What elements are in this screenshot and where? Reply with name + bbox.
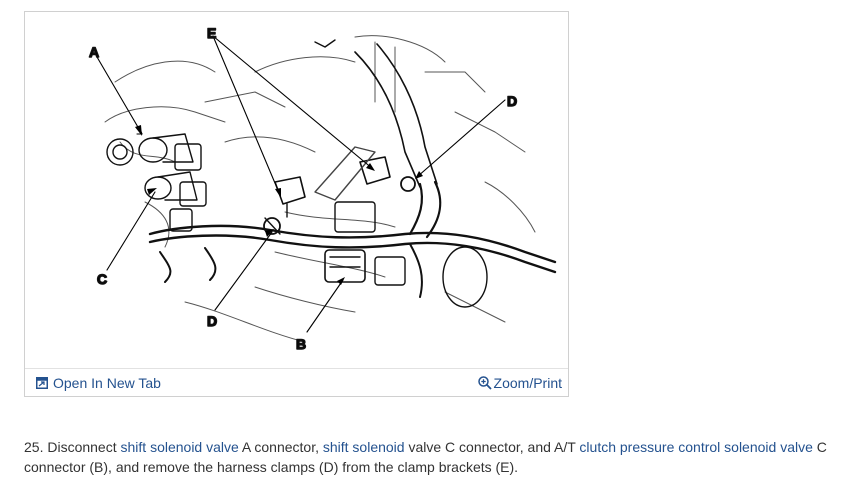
- callout-b: B: [296, 336, 306, 352]
- callout-d-left: D: [207, 313, 217, 329]
- link-shift-solenoid-valve[interactable]: shift solenoid valve: [120, 439, 239, 455]
- callout-d-right: D: [507, 93, 517, 109]
- link-clutch-pressure-control-solenoid-valve[interactable]: clutch pressure control solenoid valve: [579, 439, 813, 455]
- open-in-new-tab-label: Open In New Tab: [53, 375, 161, 391]
- step-text: valve C connector, and A/T: [404, 439, 580, 455]
- step-text: A connector,: [238, 439, 323, 455]
- zoom-print-label: Zoom/Print: [493, 375, 562, 391]
- zoom-print-link[interactable]: Zoom/Print: [477, 375, 562, 391]
- callout-a: A: [89, 44, 99, 60]
- figure-toolbar: Open In New Tab Zoom/Print: [25, 369, 568, 396]
- solenoid-diagram[interactable]: A C E D D B: [25, 12, 568, 369]
- link-shift-solenoid[interactable]: shift solenoid: [322, 439, 405, 455]
- step-instruction: 25. Disconnect shift solenoid valve A co…: [24, 437, 854, 477]
- step-text: C connector (B), and remove the harness …: [24, 439, 827, 475]
- figure-frame: A C E D D B Open In New Tab Zoom/Print: [24, 11, 569, 397]
- open-in-new-tab-icon: [36, 377, 48, 389]
- open-in-new-tab-link[interactable]: Open In New Tab: [36, 375, 161, 391]
- step-text: 25. Disconnect: [24, 439, 121, 455]
- callout-e: E: [207, 25, 216, 41]
- callout-c: C: [97, 271, 107, 287]
- magnifier-plus-icon: [477, 376, 492, 390]
